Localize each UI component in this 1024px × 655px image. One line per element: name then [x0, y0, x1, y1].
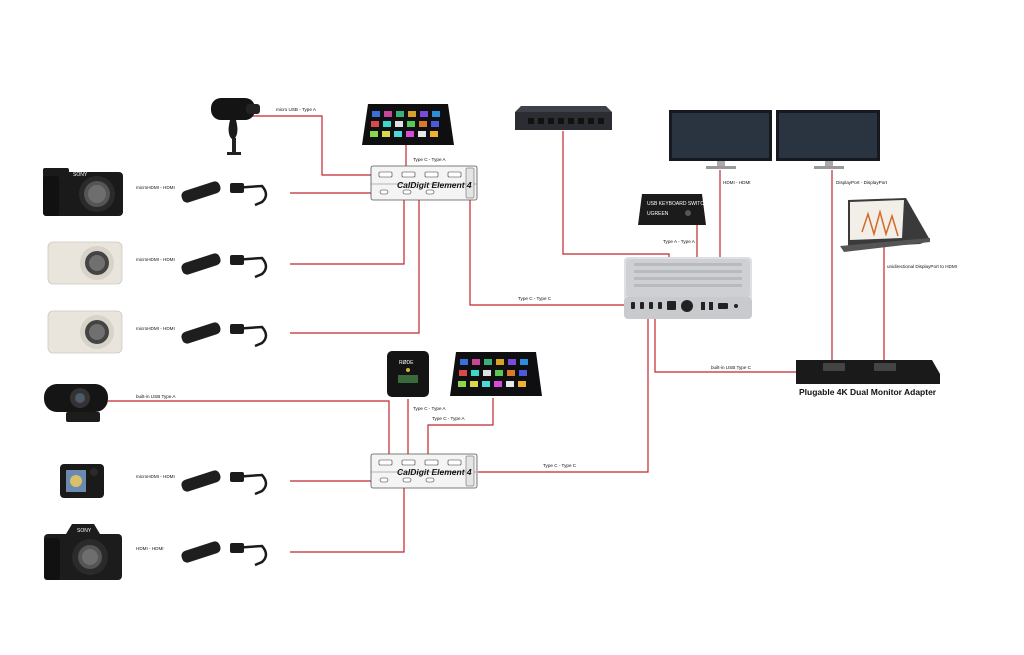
capture-dongle-icon-5: [181, 541, 268, 567]
monitor-right-icon: [776, 110, 880, 169]
stream-deck-icon-top: [362, 104, 454, 145]
label-cam3: microHDMI - HDMI: [136, 326, 175, 331]
usb-keyboard-switch-icon: USB KEYBOARD SWITCH UGREEN: [638, 194, 708, 225]
ethernet-switch-icon: [515, 106, 612, 130]
wire-webcam: [108, 400, 390, 455]
label-cam1: microHDMI - HDMI: [136, 185, 175, 190]
rode-logo: RØDE: [399, 360, 414, 366]
gopro-camera-icon: [60, 464, 104, 498]
microphone-icon: [211, 98, 260, 155]
connection-labels: micro USB - Type A Type C - Type A micro…: [136, 107, 957, 551]
usb-switch-brand: UGREEN: [647, 211, 669, 217]
wires: [108, 115, 885, 553]
label-rode: Type C - Type A: [413, 406, 447, 411]
caldigit-hub-top: CalDigit Element 4: [370, 165, 478, 201]
mac-studio-icon: [624, 257, 752, 319]
label-webcam: built-in USB Type A: [136, 394, 176, 399]
wire-deck-bottom: [427, 398, 494, 455]
webcam-icon: [44, 384, 108, 422]
adapter-name: Plugable 4K Dual Monitor Adapter: [799, 387, 937, 397]
usb-switch-label: USB KEYBOARD SWITCH: [647, 201, 708, 207]
label-monitor-left: HDMI - HDMI: [723, 180, 751, 185]
label-deck-bottom: Type C - Type A: [432, 416, 466, 421]
monitor-left-icon: [669, 110, 772, 169]
label-cam2: microHDMI - HDMI: [136, 257, 175, 262]
label-tophub-mac: Type C - Type C: [518, 296, 552, 301]
stream-deck-icon-bottom: [450, 352, 542, 396]
sony-camera-icon-black: SONY: [43, 168, 123, 216]
label-mic: micro USB - Type A: [276, 107, 317, 112]
wire-cam2: [290, 198, 405, 265]
sony-a7-logo: SONY: [77, 528, 92, 534]
capture-dongle-icon-2: [181, 253, 268, 279]
label-deck-top: Type C - Type A: [413, 157, 447, 162]
wire-mic: [250, 115, 379, 176]
sony-a7-camera-icon: SONY: [44, 524, 122, 580]
rode-wireless-receiver-icon: RØDE: [387, 351, 429, 397]
label-portable-monitor: unidirectional DisplayPort to HDMI: [887, 264, 957, 269]
capture-dongle-icon-1: [181, 181, 268, 207]
label-monitor-right: DisplayPort - DisplayPort: [836, 180, 888, 185]
camera-icon-white-2: [47, 310, 123, 354]
hub-top-name: CalDigit Element 4: [397, 180, 472, 190]
label-gopro: microHDMI - HDMI: [136, 474, 175, 479]
label-switch-mac: Type A - Type A: [663, 239, 696, 244]
hub-bottom-name: CalDigit Element 4: [397, 467, 472, 477]
label-bottomhub-mac: Type C - Type C: [543, 463, 577, 468]
plugable-adapter-icon: Plugable 4K Dual Monitor Adapter: [796, 360, 940, 397]
portable-monitor-icon: [840, 198, 930, 252]
wire-cam3: [290, 198, 420, 334]
camera-icon-white-1: [47, 241, 123, 285]
label-adapter-mac: built-in USB Type C: [711, 365, 752, 370]
sony-logo-top: SONY: [73, 172, 88, 178]
wire-bottomhub-mac: [478, 313, 649, 473]
wire-sony-a7: [290, 487, 405, 553]
label-sony-a7: HDMI - HDMI: [136, 546, 164, 551]
capture-dongle-icon-4: [181, 470, 268, 496]
wire-tophub-mac: [469, 185, 629, 306]
caldigit-hub-bottom: CalDigit Element 4: [370, 453, 478, 489]
wire-adapter-mac: [654, 313, 796, 373]
capture-dongle-icon-3: [181, 322, 268, 348]
